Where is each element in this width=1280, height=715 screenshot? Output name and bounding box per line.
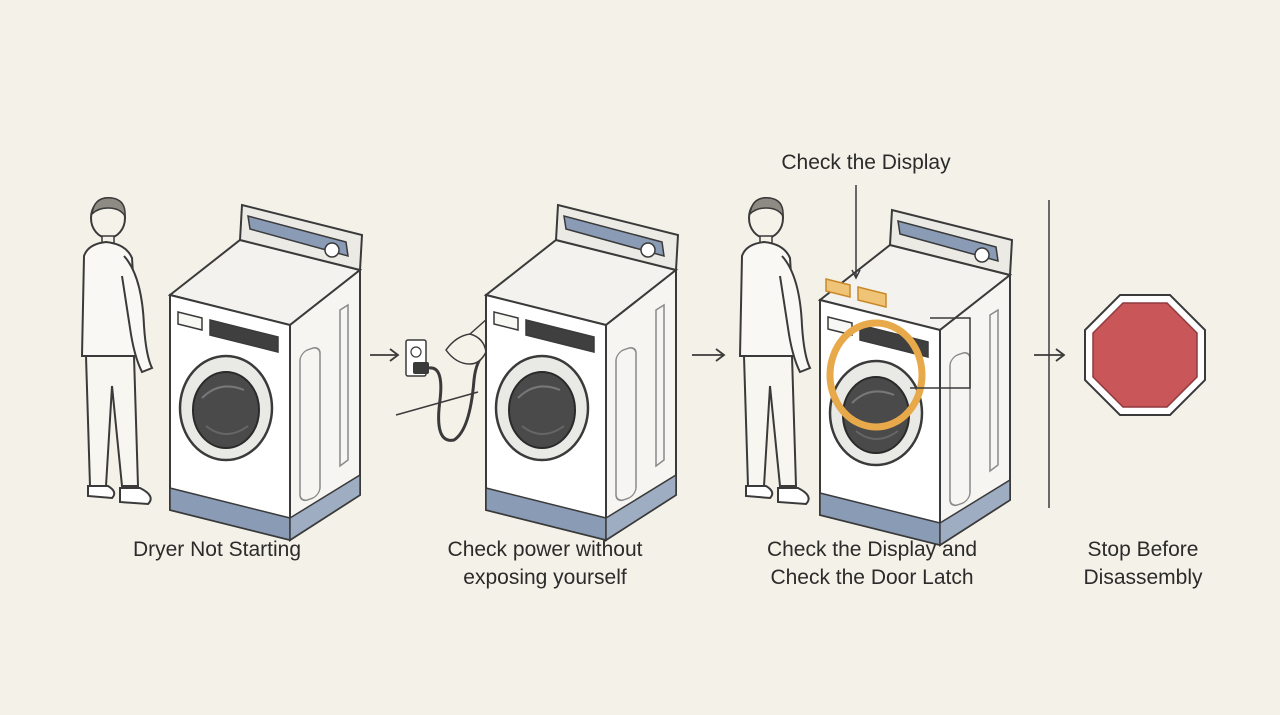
step-3-caption: Check the Display and Check the Door Lat… xyxy=(737,536,1007,592)
stop-sign-icon xyxy=(1084,294,1206,416)
arrow-right-icon xyxy=(1034,348,1066,362)
dryer-appliance-icon xyxy=(168,203,364,542)
step-4-caption-line-1: Stop Before xyxy=(1087,538,1199,561)
dryer-appliance-icon xyxy=(484,203,680,542)
step-1-caption-line-1: Dryer Not Starting xyxy=(132,538,302,561)
person-figure-icon xyxy=(81,196,153,506)
person-figure-icon xyxy=(739,196,811,506)
step-4-caption: Stop Before Disassembly xyxy=(1053,536,1233,592)
dryer-appliance-icon xyxy=(818,208,1014,547)
step-1-caption: Dryer Not Starting xyxy=(92,536,342,564)
step-3-illustration xyxy=(739,185,1014,547)
step-1-illustration xyxy=(81,196,364,542)
step-2-caption-line-1: Check power without xyxy=(447,538,643,561)
arrow-right-icon xyxy=(370,348,400,362)
step-4-caption-line-2: Disassembly xyxy=(1083,566,1203,589)
step-3-caption-line-2: Check the Door Latch xyxy=(770,566,974,589)
arrow-right-icon xyxy=(692,348,726,362)
step-2-caption: Check power without exposing yourself xyxy=(410,536,680,592)
step-3-caption-line-1: Check the Display and xyxy=(766,538,978,561)
step-2-illustration xyxy=(395,203,680,542)
step-2-caption-line-2: exposing yourself xyxy=(463,566,627,589)
power-plug-icon xyxy=(413,317,489,442)
display-callout-label: Check the Display xyxy=(781,151,951,174)
